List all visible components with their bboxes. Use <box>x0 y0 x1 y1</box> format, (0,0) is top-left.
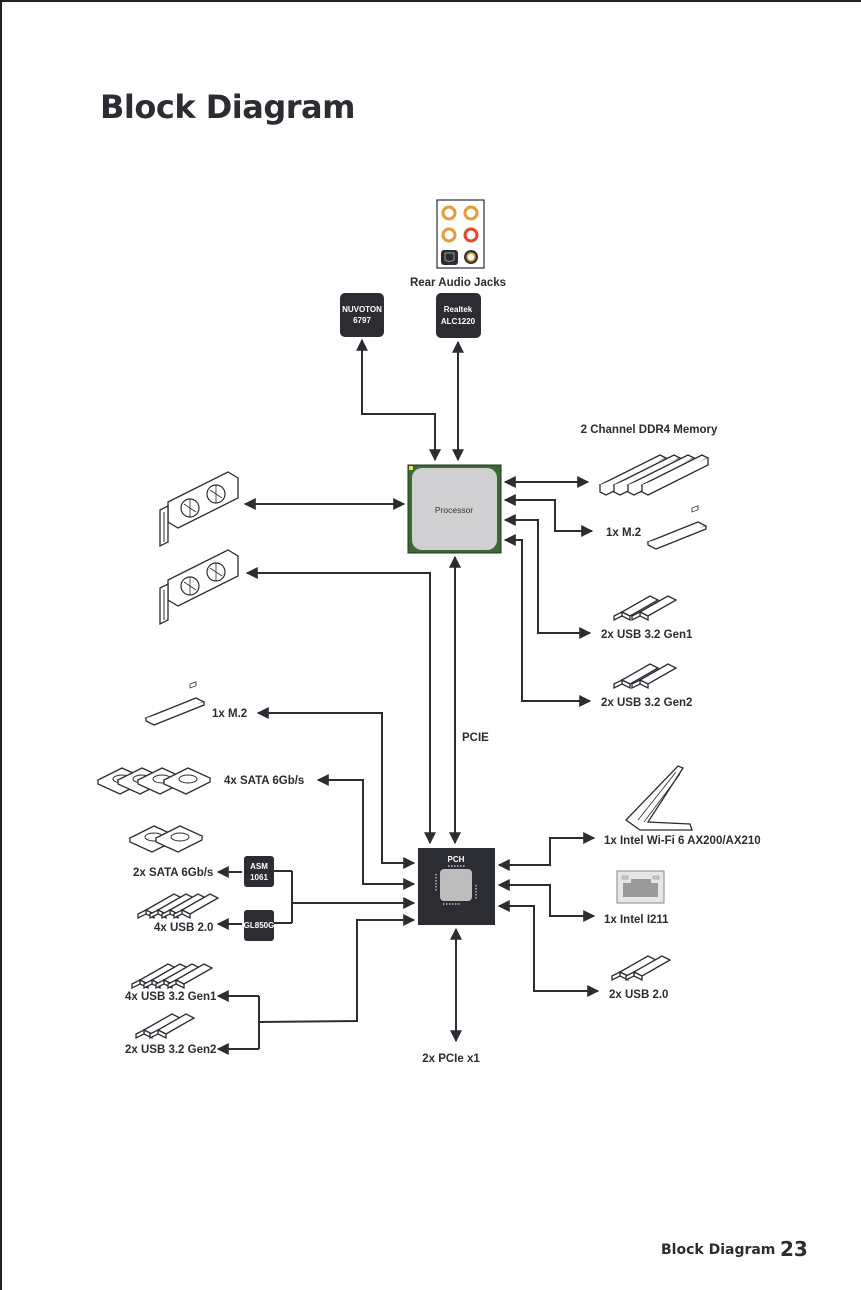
page-title: Block Diagram <box>100 88 355 126</box>
usb-stick-icon <box>611 955 671 981</box>
usb-stick-icon <box>137 893 219 919</box>
pch-label: PCH <box>448 855 465 864</box>
pch-usb-gen2-label: 2x USB 3.2 Gen2 <box>125 1044 216 1056</box>
graphics-card-icon <box>159 471 239 547</box>
realtek-label-1: Realtek <box>444 305 473 314</box>
nuvoton-label-1: NUVOTON <box>342 305 382 314</box>
asm-label-2: 1061 <box>250 873 268 882</box>
gl-usb20-label: 4x USB 2.0 <box>154 922 213 934</box>
pcie-bus-label: PCIE <box>462 732 489 744</box>
wifi-antenna-icon <box>625 765 693 831</box>
usb-stick-icon <box>131 963 213 989</box>
ethernet-port-icon <box>616 870 665 904</box>
wire-pch-m2 <box>256 707 416 869</box>
wire-wifi <box>497 832 596 871</box>
wire-pch-asm-gl <box>269 870 414 924</box>
lan-label: 1x Intel I211 <box>604 914 669 926</box>
pch-usb-gen1-label: 4x USB 3.2 Gen1 <box>125 991 217 1003</box>
pch-chip: PCH <box>418 848 495 925</box>
realtek-label-2: ALC1220 <box>441 317 476 326</box>
realtek-chip: Realtek ALC1220 <box>436 293 481 338</box>
audio-jacks-icon <box>436 199 485 269</box>
hard-drive-icon <box>129 825 203 853</box>
asm-sata-label: 2x SATA 6Gb/s <box>133 867 213 879</box>
gl850g-label: GL850G <box>244 921 275 930</box>
usb-stick-icon <box>613 595 677 621</box>
nuvoton-chip: NUVOTON 6797 <box>340 293 384 337</box>
ddr4-memory-icon <box>598 454 710 496</box>
m2-ssd-icon <box>647 505 707 550</box>
pch-sata-label: 4x SATA 6Gb/s <box>224 775 304 787</box>
processor-chip: Processor <box>407 464 502 554</box>
wire-pch-usb32 <box>218 920 414 1050</box>
wire-pch-sata <box>316 774 416 890</box>
graphics-card-icon <box>159 549 239 625</box>
pcie-x1-label: 2x PCIe x1 <box>422 1053 480 1065</box>
wire-cpu-usb-gen1 <box>503 514 592 639</box>
pch-m2-label: 1x M.2 <box>212 708 247 720</box>
rear-audio-label: Rear Audio Jacks <box>410 277 506 289</box>
usb-stick-icon <box>613 663 677 689</box>
asm-label-1: ASM <box>250 862 268 871</box>
wire-nuvoton <box>356 338 441 462</box>
cpu-usb-gen2-label: 2x USB 3.2 Gen2 <box>601 697 692 709</box>
memory-label: 2 Channel DDR4 Memory <box>581 424 718 436</box>
usb-stick-icon <box>135 1013 195 1039</box>
gl850g-chip: GL850G <box>244 910 275 941</box>
wire-cpu-m2 <box>503 494 594 537</box>
cpu-usb-gen1-label: 2x USB 3.2 Gen1 <box>601 629 693 641</box>
wifi-label: 1x Intel Wi-Fi 6 AX200/AX210 <box>604 835 761 847</box>
wire-cpu-usb-gen2 <box>503 534 592 707</box>
m2-ssd-icon <box>145 681 205 726</box>
wire-pch-usb20 <box>497 900 600 997</box>
processor-label: Processor <box>435 505 473 515</box>
hard-drive-icon <box>97 767 211 795</box>
nuvoton-label-2: 6797 <box>353 316 371 325</box>
pch-usb20-label: 2x USB 2.0 <box>609 989 668 1001</box>
wire-lan <box>497 879 596 922</box>
cpu-m2-label: 1x M.2 <box>606 527 641 539</box>
asm1061-chip: ASM 1061 <box>244 856 274 887</box>
page-number: 23 <box>780 1237 808 1261</box>
wire-gpu2 <box>245 567 436 845</box>
footer-section-label: Block Diagram <box>661 1242 776 1258</box>
